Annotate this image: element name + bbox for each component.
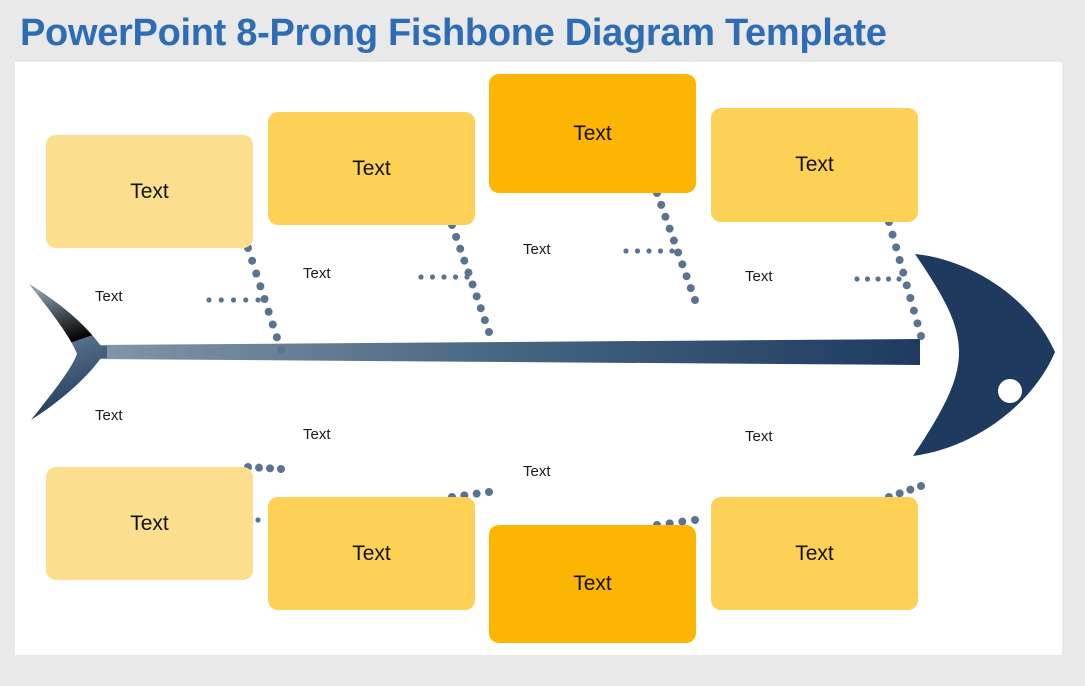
category-box-top-2[interactable]: Text <box>268 112 475 225</box>
category-box-label: Text <box>130 179 169 203</box>
fish-mouth <box>1052 411 1062 419</box>
sub-label-sub-top-4[interactable]: Text <box>745 268 773 285</box>
conn-top-2-diagonal <box>448 221 493 336</box>
category-box-top-3[interactable]: Text <box>489 74 696 193</box>
category-box-label: Text <box>573 572 612 595</box>
conn-top-4-branch <box>854 276 902 282</box>
conn-top-1-diagonal <box>244 244 285 354</box>
category-box-label: Text <box>352 541 391 565</box>
conn-top-4-diagonal <box>885 218 925 340</box>
fish-eye <box>998 379 1022 403</box>
fish-head <box>913 254 1062 456</box>
conn-top-1-branch <box>206 297 261 303</box>
conn-top-2-branch <box>418 274 470 280</box>
category-box-top-1[interactable]: Text <box>46 135 253 248</box>
category-box-bottom-1[interactable]: Text <box>46 467 253 580</box>
category-box-bottom-4[interactable]: Text <box>711 497 918 610</box>
sub-label-sub-bottom-1[interactable]: Text <box>95 407 123 424</box>
sub-label-sub-top-1[interactable]: Text <box>95 288 123 305</box>
sub-label-sub-top-3[interactable]: Text <box>523 241 551 258</box>
sub-label-sub-bottom-2[interactable]: Text <box>303 426 331 443</box>
sub-label-sub-top-2[interactable]: Text <box>303 265 331 282</box>
category-box-bottom-2[interactable]: Text <box>268 497 475 610</box>
category-box-bottom-3[interactable]: Text <box>489 525 696 643</box>
conn-top-3-branch <box>623 248 675 254</box>
category-box-label: Text <box>795 153 834 176</box>
category-box-label: Text <box>352 156 391 180</box>
category-box-label: Text <box>573 121 612 145</box>
category-box-top-4[interactable]: Text <box>711 108 918 222</box>
category-box-label: Text <box>130 511 169 535</box>
fish-spine <box>93 339 920 365</box>
sub-label-sub-bottom-3[interactable]: Text <box>523 463 551 480</box>
conn-top-3-diagonal <box>653 189 699 304</box>
page-title: PowerPoint 8-Prong Fishbone Diagram Temp… <box>20 12 887 54</box>
category-box-label: Text <box>795 541 834 565</box>
sub-label-sub-bottom-4[interactable]: Text <box>745 428 773 445</box>
